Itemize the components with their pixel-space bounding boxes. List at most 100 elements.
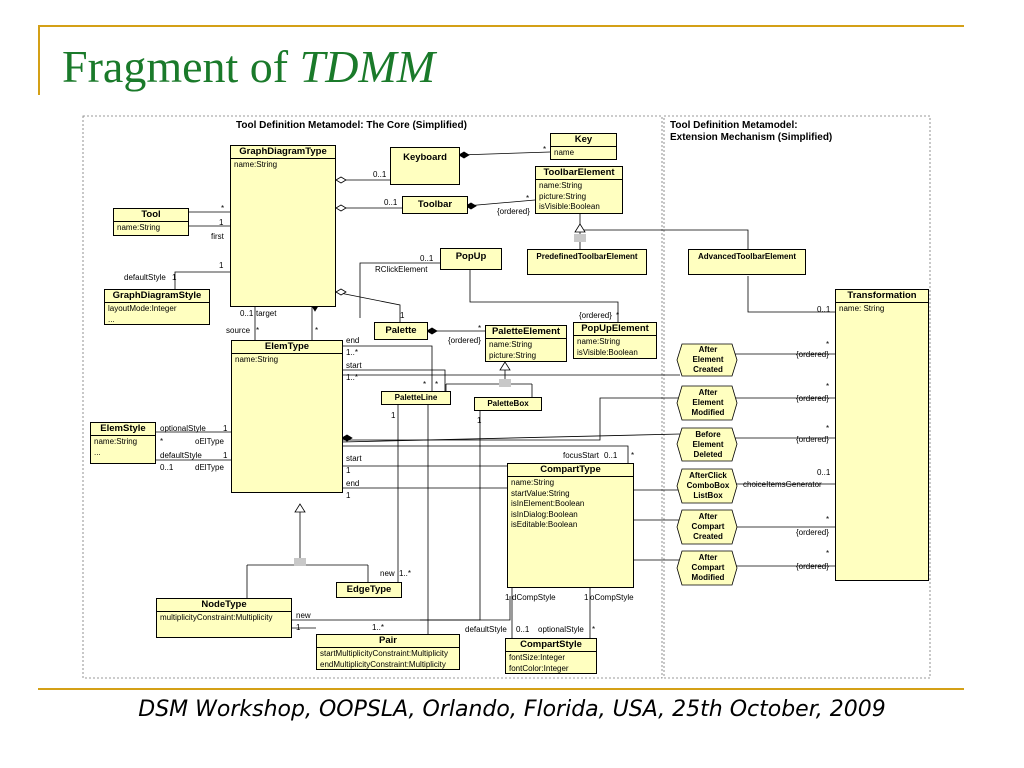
- mult-label: *: [543, 145, 547, 154]
- class-elem-type[interactable]: ElemType name:String: [231, 340, 343, 493]
- event-hex-shape: [676, 427, 738, 462]
- event-line: Created: [693, 365, 723, 374]
- mult-label: 1: [400, 311, 405, 320]
- class-palette[interactable]: Palette: [374, 322, 428, 340]
- class-attr: isInElement:Boolean: [511, 499, 585, 508]
- mult-label: *: [826, 549, 830, 558]
- event-line: Before: [695, 429, 721, 439]
- class-attr: name: [554, 148, 575, 157]
- title-italic: TDMM: [299, 41, 436, 92]
- role-label: dCompStyle: [512, 593, 556, 602]
- class-attr: startValue:String: [511, 488, 570, 498]
- mult-label: 1: [477, 416, 482, 425]
- mult-label: *: [478, 324, 482, 333]
- mult-label: 1..*: [346, 348, 359, 357]
- class-attr: name:String: [577, 337, 621, 346]
- mult-label: *: [160, 437, 164, 446]
- class-attr: isEditable:Boolean: [511, 520, 578, 529]
- class-predefined-toolbar-element[interactable]: PredefinedToolbarElement: [527, 249, 647, 275]
- class-attr: name:String: [117, 223, 161, 232]
- role-label: end: [346, 336, 360, 345]
- ordered-label: {ordered}: [796, 562, 829, 571]
- class-palette-box[interactable]: PaletteBox: [474, 397, 542, 411]
- class-advanced-toolbar-element[interactable]: AdvancedToolbarElement: [688, 249, 806, 275]
- class-graph-diagram-style[interactable]: GraphDiagramStyle layoutMode:Integer ...: [104, 289, 210, 325]
- mult-label: 1: [172, 273, 177, 282]
- role-label: focusStart: [563, 451, 600, 460]
- mult-label: 0..1: [817, 468, 831, 477]
- class-name: PopUpElement: [574, 323, 656, 336]
- event-line: Element: [692, 398, 724, 407]
- mult-label: 1: [346, 466, 351, 475]
- class-palette-element[interactable]: PaletteElement name:String picture:Strin…: [485, 325, 567, 362]
- mult-label: 1: [346, 491, 351, 500]
- mult-label: 1: [223, 424, 228, 433]
- event-line: After: [698, 512, 718, 521]
- mult-label: 1: [505, 593, 510, 602]
- role-label: defaultStyle: [124, 273, 166, 282]
- role-label: new: [380, 569, 395, 578]
- event-line: Element: [692, 355, 724, 364]
- role-label: dElType: [195, 463, 224, 472]
- class-transformation[interactable]: Transformation name: String: [835, 289, 929, 581]
- mult-label: 0..1: [384, 198, 398, 207]
- class-elem-style[interactable]: ElemStyle name:String ...: [90, 422, 156, 464]
- class-compart-type[interactable]: CompartType name:String startValue:Strin…: [507, 463, 634, 588]
- class-toolbar-element[interactable]: ToolbarElement name:String picture:Strin…: [535, 166, 623, 214]
- role-label: optionalStyle: [538, 625, 584, 634]
- class-graph-diagram-type[interactable]: GraphDiagramType name:String: [230, 145, 336, 307]
- mult-label: 0..1: [160, 463, 174, 472]
- title-plain: Fragment of: [62, 41, 289, 92]
- class-palette-line[interactable]: PaletteLine: [381, 391, 451, 405]
- event-hex-shape: [676, 550, 738, 586]
- class-name: Pair: [317, 635, 459, 648]
- class-attr: name:String: [539, 181, 583, 190]
- event-hex-shape: [676, 468, 738, 504]
- mult-label: *: [256, 326, 260, 335]
- mult-label: 1: [391, 411, 396, 420]
- bottom-rule: [38, 688, 964, 690]
- role-label: end: [346, 479, 360, 488]
- class-node-type[interactable]: NodeType multiplicityConstraint:Multipli…: [156, 598, 292, 638]
- event-line: Element: [692, 439, 724, 449]
- role-label: new: [296, 611, 311, 620]
- class-keyboard[interactable]: Keyboard: [390, 147, 460, 185]
- mult-label: 0..1: [240, 309, 254, 318]
- class-name: Tool: [114, 209, 188, 222]
- class-name: Transformation: [836, 290, 928, 303]
- role-label: target: [256, 309, 277, 318]
- role-label: start: [346, 361, 362, 370]
- ordered-label: {ordered}: [796, 394, 829, 403]
- class-name: Key: [551, 134, 616, 147]
- class-name: CompartStyle: [506, 639, 596, 652]
- role-label: optionalStyle: [160, 424, 206, 433]
- mult-label: 1: [584, 593, 589, 602]
- mult-label: 0..1: [817, 305, 831, 314]
- event-line: Modified: [691, 573, 725, 582]
- event-line: Created: [693, 532, 723, 541]
- class-tool[interactable]: Tool name:String: [113, 208, 189, 236]
- mult-label: *: [221, 204, 225, 213]
- class-pair[interactable]: Pair startMultiplicityConstraint:Multipl…: [316, 634, 460, 670]
- mult-label: *: [631, 451, 635, 460]
- mult-label: 1: [219, 261, 224, 270]
- class-compart-style[interactable]: CompartStyle fontSize:Integer fontColor:…: [505, 638, 597, 674]
- mult-label: *: [616, 311, 620, 320]
- class-name: ElemType: [232, 341, 342, 354]
- class-edge-type[interactable]: EdgeType: [336, 582, 402, 598]
- role-label: oCompStyle: [590, 593, 634, 602]
- class-key[interactable]: Key name: [550, 133, 617, 160]
- class-toolbar[interactable]: Toolbar: [402, 196, 468, 214]
- mult-label: 1..*: [399, 569, 412, 578]
- class-popup-element[interactable]: PopUpElement name:String isVisible:Boole…: [573, 322, 657, 359]
- class-attr: multiplicityConstraint:Multiplicity: [160, 613, 273, 622]
- class-popup[interactable]: PopUp: [440, 248, 502, 270]
- ordered-label: {ordered}: [497, 207, 530, 216]
